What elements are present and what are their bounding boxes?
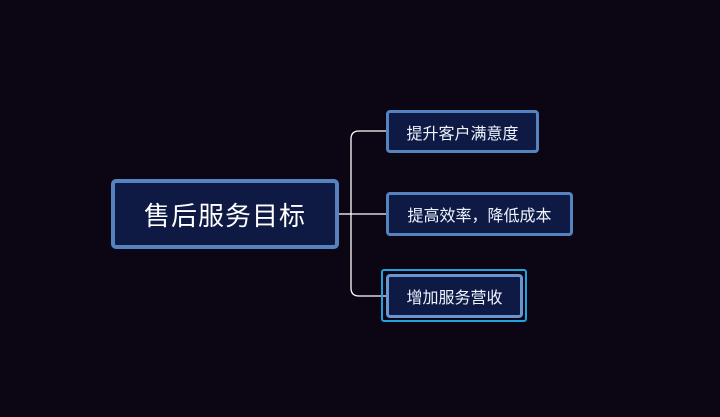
connector-to-child-3 <box>350 214 386 297</box>
connector-to-child-1 <box>350 130 386 214</box>
root-topic-node[interactable]: 售后服务目标 <box>111 179 339 249</box>
subtopic-label: 提升客户满意度 <box>406 123 519 143</box>
subtopic-label: 增加服务营收 <box>406 288 503 307</box>
subtopic-node-satisfaction[interactable]: 提升客户满意度 <box>386 110 539 153</box>
subtopic-node-revenue[interactable]: 增加服务营收 <box>386 274 523 318</box>
root-topic-label: 售后服务目标 <box>143 201 306 232</box>
subtopic-label: 提高效率，降低成本 <box>407 206 552 225</box>
selection-highlight <box>381 269 527 322</box>
subtopic-node-efficiency[interactable]: 提高效率，降低成本 <box>386 192 573 236</box>
